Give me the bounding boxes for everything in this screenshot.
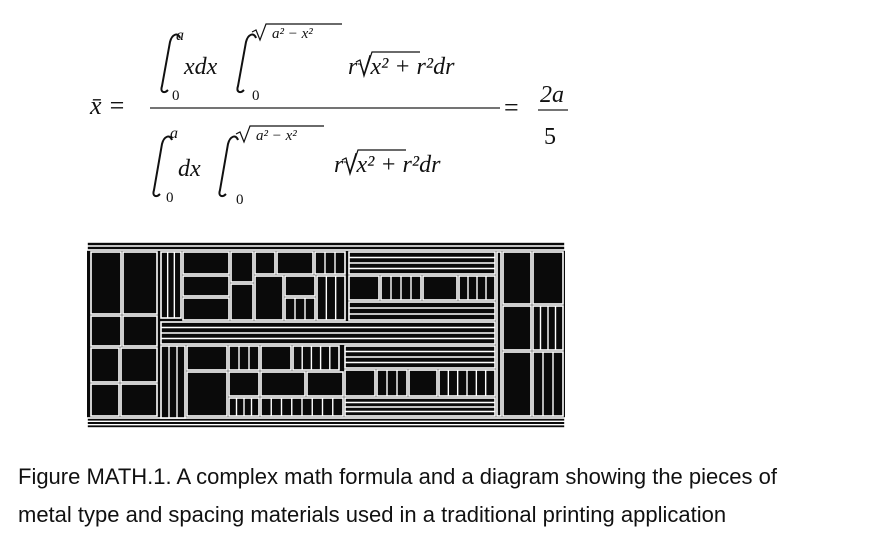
type-block [502,351,532,417]
inner-lower-limit: 0 [252,88,260,104]
type-block [90,347,120,383]
integral-sign [152,135,173,198]
type-block [260,371,306,397]
type-block [120,347,158,383]
equals-sign: = [504,93,519,122]
type-block [344,369,376,397]
spacing-quads [532,351,564,417]
sqrt-sign [355,51,420,79]
type-block [122,315,158,347]
type-block [502,305,532,351]
spacing-column [496,251,502,417]
inner-upper-limit: a² − x² [256,128,297,144]
spacing-quads [316,275,346,321]
outer-integrand: xdx [183,54,218,80]
inner-lower-limit: 0 [236,192,244,208]
math-formula: x̄ = a 0 xdx a² − x² 0 r√x² + r²dr a 0 d… [80,22,600,212]
type-block [348,275,380,301]
integral-sign [160,33,181,94]
type-block [422,275,458,301]
result-numerator: 2a [540,82,564,108]
spacing-quads [228,345,260,371]
numerator: a 0 xdx a² − x² 0 r√x² + r²dr [160,23,455,104]
sqrt-sign [251,23,342,42]
type-block [90,383,120,417]
inner-upper-limit: a² − x² [272,26,313,42]
sqrt-sign [341,149,406,177]
type-block [254,251,276,275]
spacing-quads [160,251,182,319]
metal-type-diagram [87,242,565,428]
outer-upper-limit: a [170,125,178,142]
outer-lower-limit: 0 [166,190,174,206]
sqrt-sign [235,125,324,144]
type-block [120,383,158,417]
bottom-rule [87,417,565,428]
type-block [186,345,228,371]
type-block [186,371,228,417]
type-block-large [122,251,158,315]
type-block [182,251,230,275]
outer-integrand: dx [178,156,201,182]
type-block [228,371,260,397]
type-block [182,275,230,297]
type-block [284,275,316,297]
outer-lower-limit: 0 [172,88,180,104]
type-block [182,297,230,321]
spacing-quads [376,369,408,397]
type-block [532,251,564,305]
type-block [306,371,344,397]
spacing-quads [292,345,340,371]
spacing-lead [348,301,496,321]
denominator: a 0 dx a² − x² 0 r√x² + r²dr [152,125,441,208]
type-block [90,315,122,347]
integral-sign [236,33,257,94]
type-block-large [90,251,122,315]
inner-integrand: r√x² + r²dr [348,54,455,80]
type-block [230,283,254,321]
type-block [254,275,284,321]
spacing-quads [160,345,186,419]
formula-lhs: x̄ = [89,91,126,120]
type-block [230,251,254,283]
type-block [408,369,438,397]
caption-line-1: Figure MATH.1. A complex math formula an… [18,464,777,489]
caption-line-2: metal type and spacing materials used in… [18,502,727,527]
spacing-quads [314,251,346,275]
type-block [276,251,314,275]
type-block [502,251,532,305]
integral-sign [218,135,239,198]
figure-caption: Figure MATH.1. A complex math formula an… [18,458,878,534]
result-denominator: 5 [544,124,556,150]
spacing-quads [284,297,316,321]
type-block [260,345,292,371]
inner-integrand: r√x² + r²dr [334,152,441,178]
outer-upper-limit: a [176,27,184,44]
